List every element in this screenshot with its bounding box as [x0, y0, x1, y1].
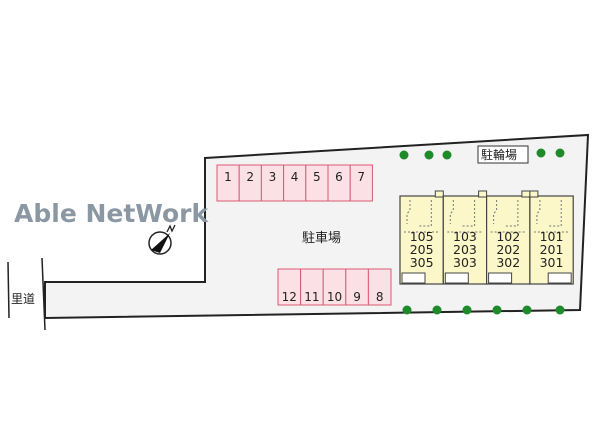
parking-space-number: 2 — [246, 170, 254, 184]
unit-number: 301 — [540, 255, 564, 270]
unit-number: 305 — [410, 255, 434, 270]
parking-space-number: 11 — [304, 290, 319, 304]
tree-icon — [399, 150, 409, 160]
unit-number: 302 — [496, 255, 520, 270]
tree-icon — [424, 150, 434, 160]
unit-number: 203 — [453, 242, 477, 257]
parking-space — [349, 164, 373, 202]
bicycle-parking-box — [477, 145, 529, 164]
unit-number: 102 — [496, 229, 520, 244]
unit-number: 105 — [410, 229, 434, 244]
parking-space-number: 5 — [313, 170, 321, 184]
road-edge-left — [7, 261, 10, 319]
unit-number: 201 — [540, 242, 564, 257]
tree-icon — [432, 305, 442, 315]
parking-space-number: 6 — [335, 170, 343, 184]
parking-space — [367, 268, 392, 306]
tree-icon — [522, 305, 532, 315]
parking-space-number: 4 — [291, 170, 299, 184]
unit-number: 103 — [453, 229, 477, 244]
unit-number: 202 — [496, 242, 520, 257]
unit-number: 101 — [540, 229, 564, 244]
parking-space-number: 7 — [357, 170, 365, 184]
tree-icon — [555, 305, 565, 315]
unit-number: 205 — [410, 242, 434, 257]
unit-number: 303 — [453, 255, 477, 270]
tree-icon — [442, 150, 452, 160]
parking-space-number: 9 — [353, 290, 361, 304]
trees — [399, 148, 565, 315]
parking-space-number: 3 — [269, 170, 277, 184]
north-compass-icon — [148, 224, 176, 255]
watermark: Able NetWork — [14, 199, 209, 228]
tree-icon — [402, 305, 412, 315]
road-edge-right — [41, 257, 46, 331]
tree-icon — [462, 305, 472, 315]
parking-label: 駐車場 — [302, 231, 341, 246]
parking-space-number: 8 — [376, 290, 384, 304]
parking-row-bottom: 12 11 10 9 8 — [277, 268, 392, 306]
tree-icon — [492, 305, 502, 315]
parking-space-number: 10 — [327, 290, 342, 304]
parking-space-number: 12 — [282, 290, 297, 304]
road-label: 里道 — [11, 292, 35, 306]
parking-space-number: 1 — [224, 170, 232, 184]
tree-icon — [555, 148, 565, 158]
tree-icon — [536, 148, 546, 158]
bicycle-parking-label: 駐輪場 — [481, 147, 517, 162]
